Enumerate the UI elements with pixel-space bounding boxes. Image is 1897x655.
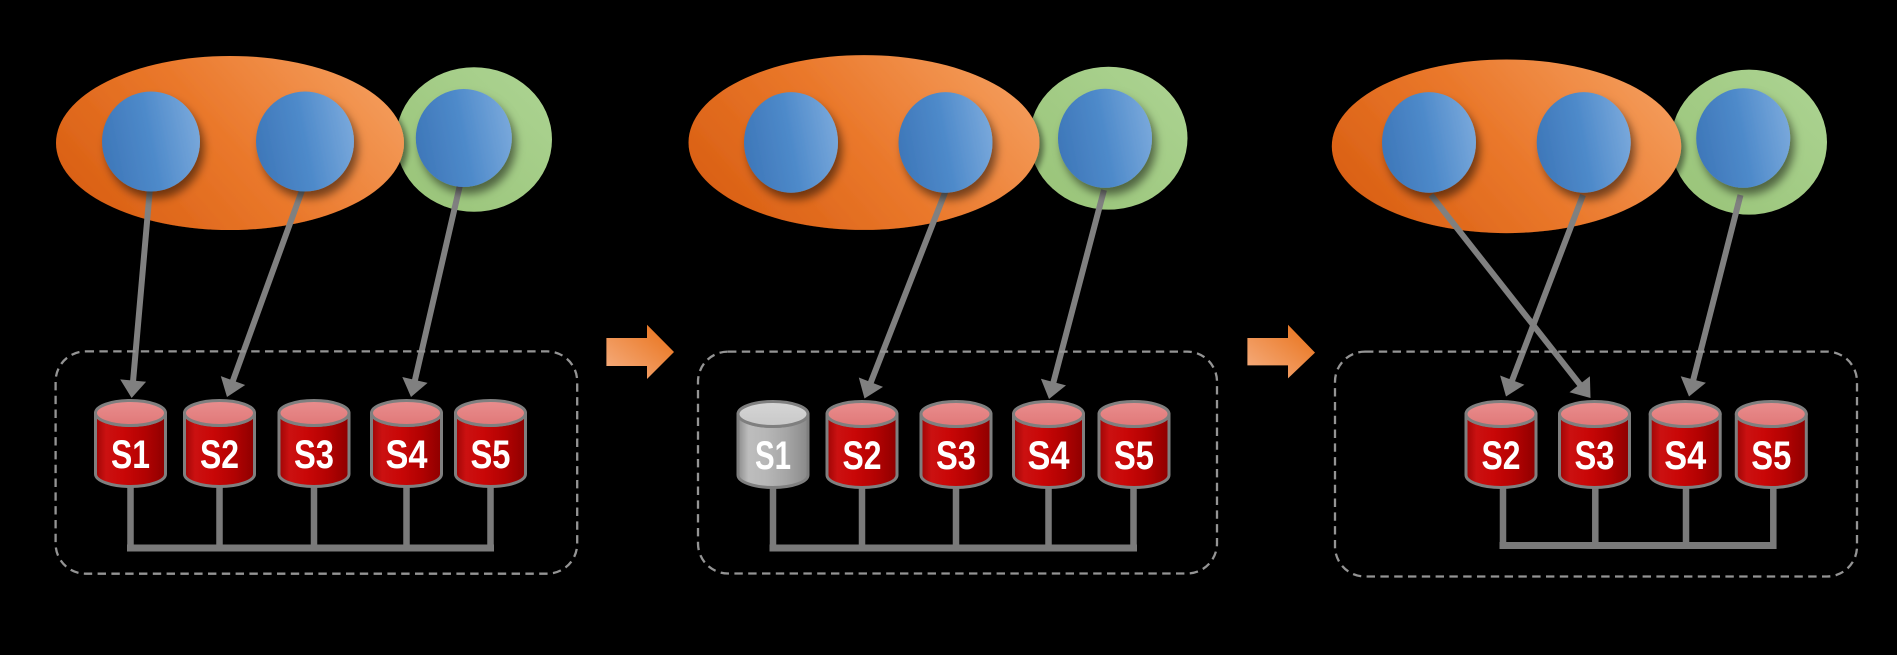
svg-text:S5: S5 (1751, 434, 1791, 478)
svg-text:S2: S2 (843, 434, 882, 478)
svg-text:S3: S3 (294, 433, 334, 477)
svg-text:S3: S3 (1575, 434, 1615, 478)
svg-text:S4: S4 (1028, 434, 1071, 478)
svg-text:S2: S2 (1482, 434, 1521, 478)
svg-text:S5: S5 (1114, 434, 1154, 478)
svg-text:S2: S2 (200, 433, 239, 477)
svg-text:S3: S3 (936, 434, 976, 478)
svg-text:S5: S5 (471, 433, 511, 477)
svg-text:S1: S1 (111, 433, 150, 477)
svg-text:S4: S4 (1664, 434, 1707, 478)
svg-text:S4: S4 (386, 433, 429, 477)
svg-text:S1: S1 (755, 434, 791, 478)
